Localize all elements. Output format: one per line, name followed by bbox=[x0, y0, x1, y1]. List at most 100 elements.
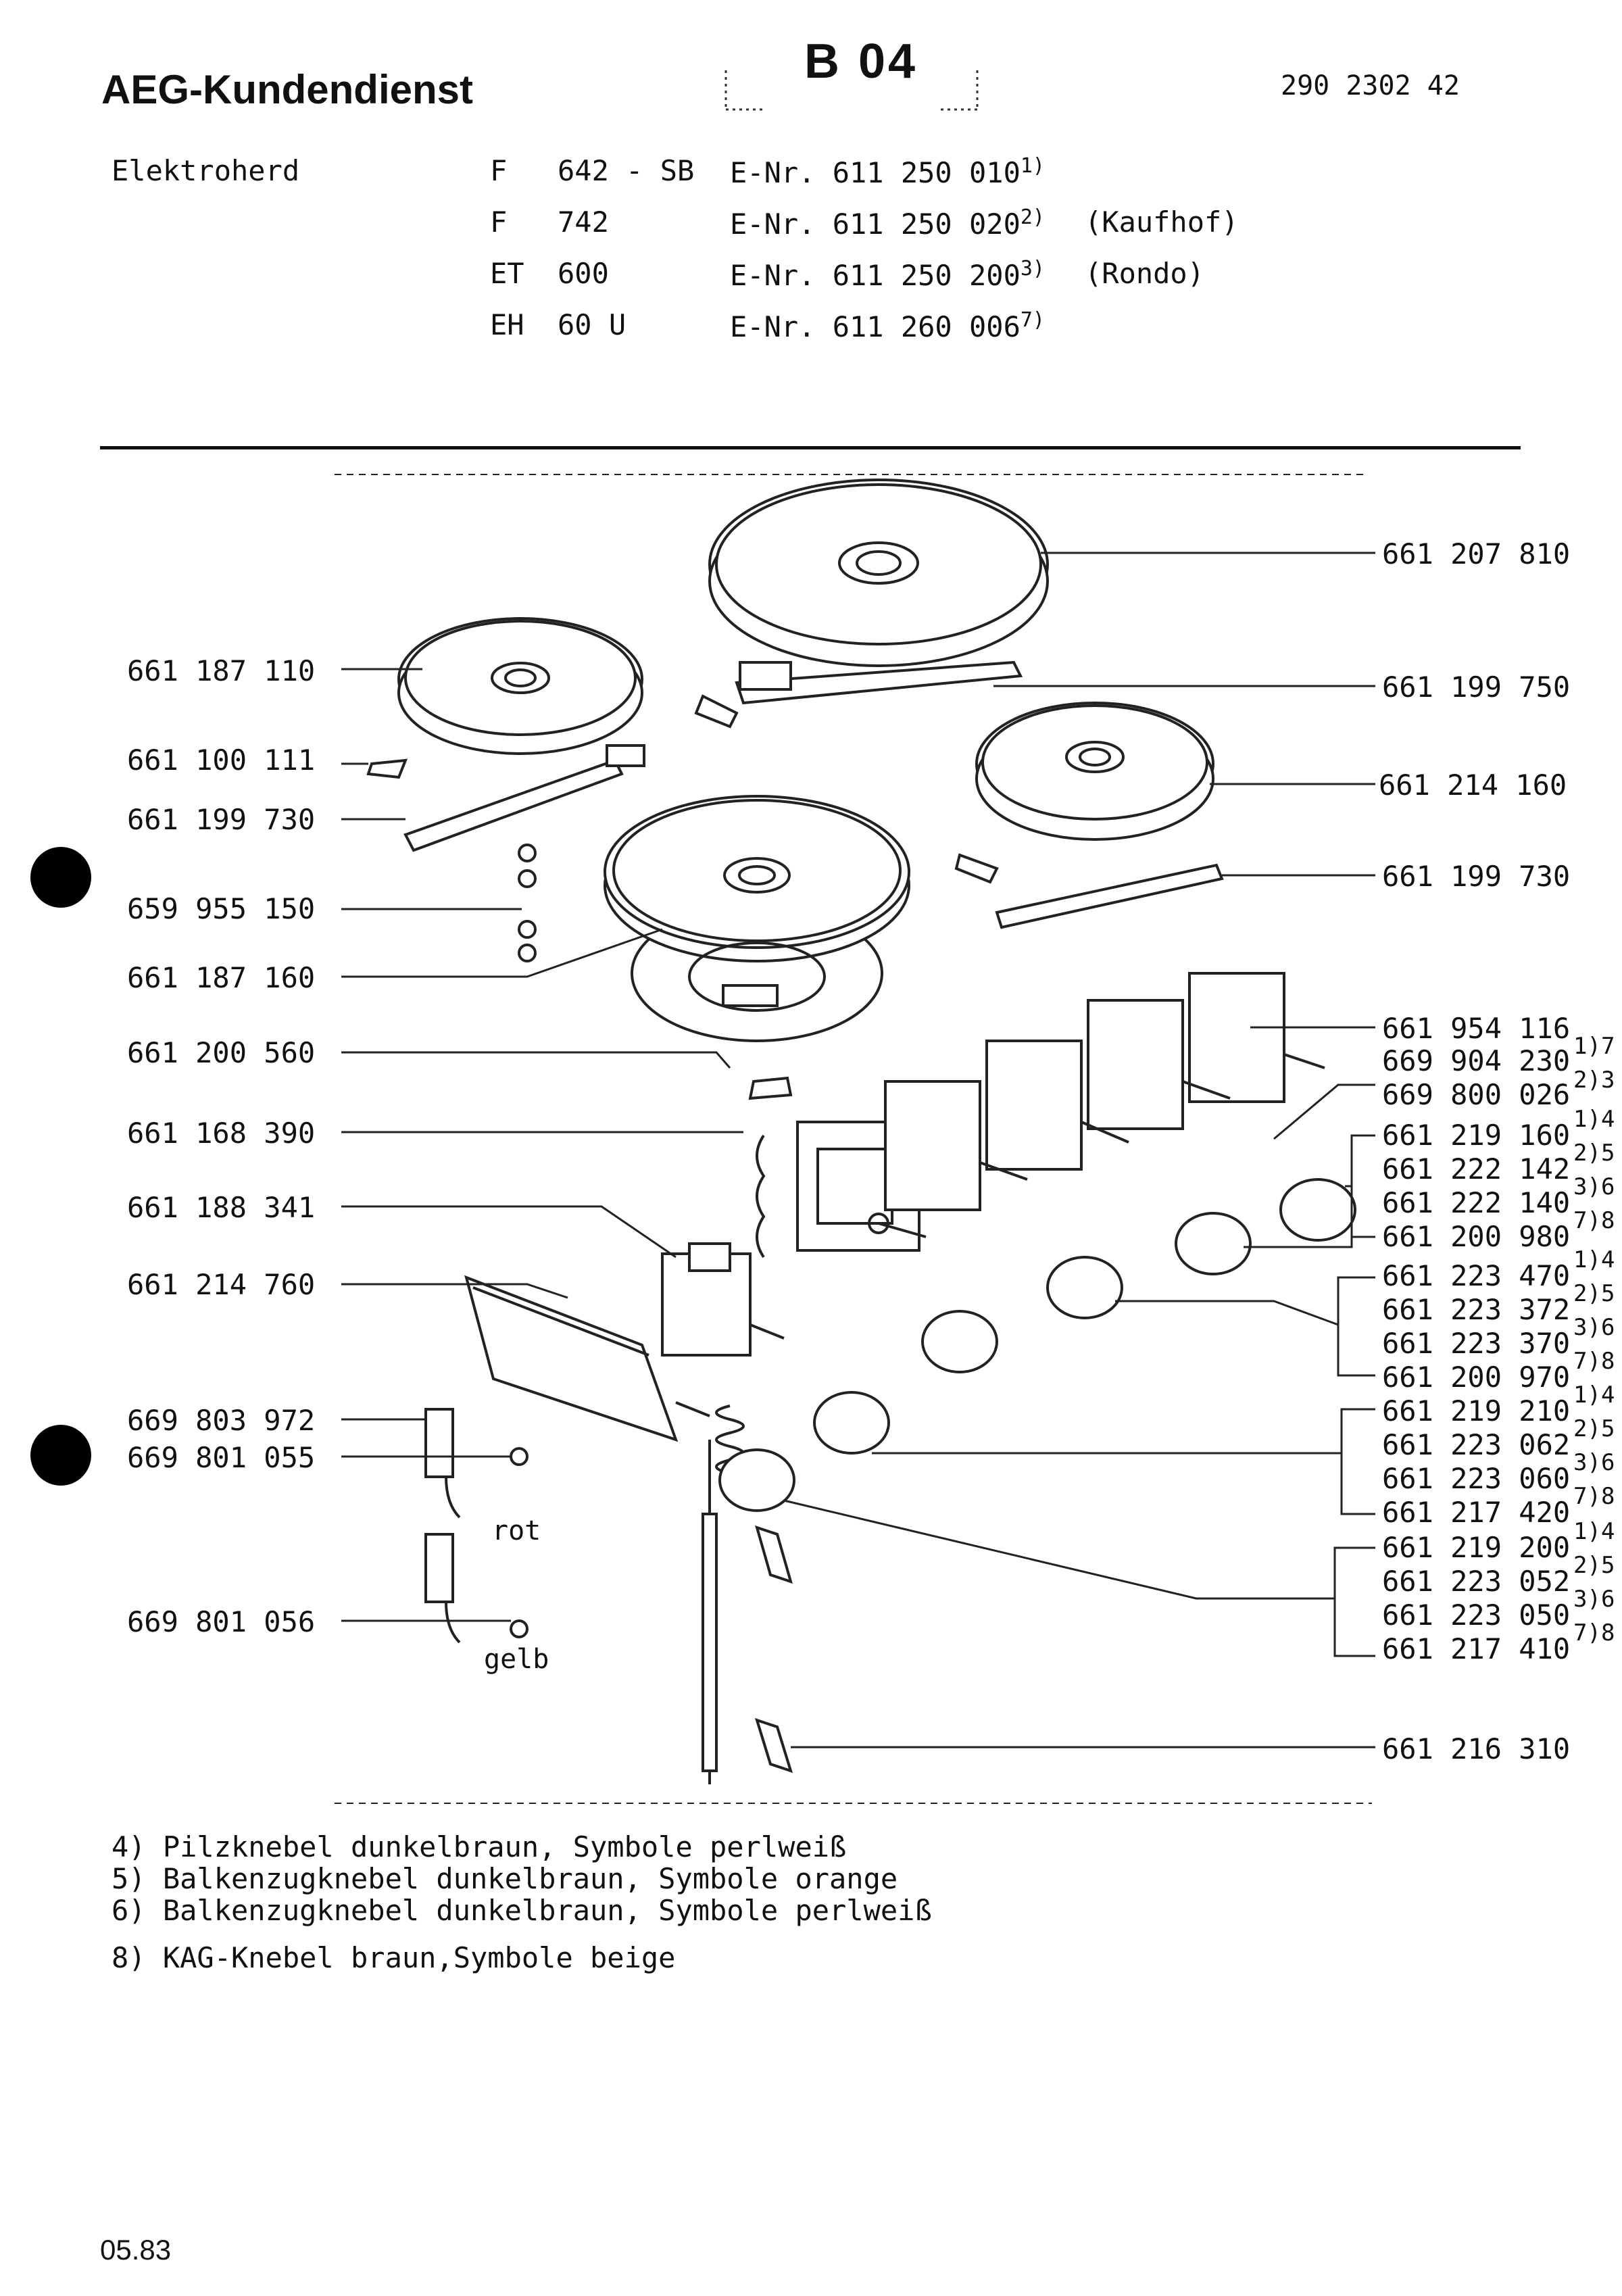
enr-footnote: 1) bbox=[1020, 154, 1045, 178]
part-number-label: 669 801 055 bbox=[127, 1441, 316, 1474]
enr-footnote: 7) bbox=[1020, 308, 1045, 332]
part-number-label: 661 207 810 bbox=[1382, 537, 1571, 570]
enr-text: E-Nr. 611 260 006 bbox=[730, 310, 1021, 343]
model-number: 60 U bbox=[558, 308, 626, 341]
service-title: AEG-Kundendienst bbox=[101, 67, 473, 112]
hotplate-left-icon bbox=[397, 617, 645, 852]
hotplate-center-icon bbox=[604, 795, 910, 1042]
punch-hole-icon bbox=[30, 1425, 91, 1486]
model-row: F 642 - SB E-Nr. 611 250 0101) bbox=[490, 154, 1239, 205]
wire-color-label: gelb bbox=[484, 1644, 549, 1675]
part-number-label: 661 216 310 bbox=[1382, 1732, 1571, 1765]
model-enr: E-Nr. 611 250 0101) bbox=[730, 154, 1085, 205]
footnote: 4) Pilzknebel dunkelbraun, Symbole perlw… bbox=[112, 1830, 847, 1863]
variant-note: 1)4 bbox=[1573, 1382, 1615, 1409]
part-number-label: 661 219 210 bbox=[1382, 1394, 1571, 1427]
part-number-label: 661 217 410 bbox=[1382, 1632, 1571, 1665]
page-code: B 04 bbox=[804, 34, 918, 89]
model-row: EH 60 U E-Nr. 611 260 0067) bbox=[490, 308, 1239, 360]
part-number-label: 661 217 420 bbox=[1382, 1496, 1571, 1529]
part-number-label: 661 187 160 bbox=[127, 961, 316, 994]
model-enr: E-Nr. 611 250 0202) bbox=[730, 205, 1085, 257]
fixing-parts-icon bbox=[366, 694, 999, 1100]
part-number-label: 661 222 140 bbox=[1382, 1186, 1571, 1219]
terminal-block-icon bbox=[464, 1275, 710, 1442]
part-number-label: 661 223 050 bbox=[1382, 1598, 1571, 1632]
part-number-label: 661 219 200 bbox=[1382, 1531, 1571, 1564]
model-extra: (Rondo) bbox=[1085, 257, 1205, 290]
model-enr: E-Nr. 611 260 0067) bbox=[730, 308, 1085, 360]
enr-text: E-Nr. 611 250 200 bbox=[730, 259, 1021, 292]
variant-note: 1)4 bbox=[1573, 1518, 1615, 1545]
part-number-label: 661 187 110 bbox=[127, 654, 316, 687]
section-divider bbox=[100, 446, 1521, 449]
enr-text: E-Nr. 611 250 020 bbox=[730, 207, 1021, 241]
part-number-label: 661 219 160 bbox=[1382, 1119, 1571, 1152]
part-number-label: 661 954 116 bbox=[1382, 1012, 1571, 1045]
model-prefix: EH bbox=[490, 308, 524, 341]
part-number-label: 669 904 230 bbox=[1382, 1044, 1571, 1077]
document-number: 290 2302 42 bbox=[1281, 70, 1460, 101]
part-number-label: 659 955 150 bbox=[127, 892, 316, 925]
part-number-label: 669 800 026 bbox=[1382, 1078, 1571, 1111]
part-number-label: 669 803 972 bbox=[127, 1404, 316, 1437]
part-number-label: 661 223 370 bbox=[1382, 1327, 1571, 1360]
part-number-label: 661 200 560 bbox=[127, 1036, 316, 1069]
model-row: F 742 E-Nr. 611 250 0202) (Kaufhof) bbox=[490, 205, 1239, 257]
page-code-bracket bbox=[724, 70, 979, 111]
part-number-label: 661 214 160 bbox=[1379, 768, 1567, 802]
part-number-label: 661 188 341 bbox=[127, 1191, 316, 1224]
variant-note: 2)5 bbox=[1573, 1280, 1615, 1307]
footnote: 8) KAG-Knebel braun,Symbole beige bbox=[112, 1941, 676, 1974]
variant-note: 2)3 bbox=[1573, 1067, 1615, 1094]
model-number: 742 bbox=[558, 205, 609, 239]
variant-note: 7)8 bbox=[1573, 1483, 1615, 1510]
part-number-label: 661 214 760 bbox=[127, 1268, 316, 1301]
part-number-label: 661 100 111 bbox=[127, 743, 316, 777]
variant-note: 3)6 bbox=[1573, 1314, 1615, 1341]
enr-footnote: 3) bbox=[1020, 257, 1045, 280]
part-number-label: 661 223 052 bbox=[1382, 1565, 1571, 1598]
part-number-label: 661 199 730 bbox=[127, 803, 316, 836]
variant-note: 1)4 bbox=[1573, 1246, 1615, 1273]
part-number-label: 661 199 730 bbox=[1382, 860, 1571, 893]
part-number-label: 661 223 062 bbox=[1382, 1428, 1571, 1461]
mounting-bracket-icon bbox=[754, 1525, 793, 1774]
model-prefix: F bbox=[490, 154, 508, 187]
model-table: F 642 - SB E-Nr. 611 250 0101) F 742 E-N… bbox=[490, 154, 1239, 360]
variant-note: 2)5 bbox=[1573, 1552, 1615, 1579]
part-number-label: 661 199 750 bbox=[1382, 670, 1571, 704]
variant-note: 3)6 bbox=[1573, 1586, 1615, 1613]
appliance-label: Elektroherd bbox=[112, 154, 300, 187]
footnote: 6) Balkenzugknebel dunkelbraun, Symbole … bbox=[112, 1894, 932, 1927]
variant-note: 3)6 bbox=[1573, 1173, 1615, 1200]
enr-text: E-Nr. 611 250 010 bbox=[730, 156, 1021, 189]
part-number-label: 661 200 970 bbox=[1382, 1361, 1571, 1394]
enr-footnote: 2) bbox=[1020, 205, 1045, 229]
wire-color-label: rot bbox=[492, 1515, 541, 1546]
hotplate-large-icon bbox=[708, 479, 1049, 705]
variant-note: 1)7 bbox=[1573, 1033, 1615, 1060]
hotplate-right-icon bbox=[975, 702, 1224, 929]
footnote: 5) Balkenzugknebel dunkelbraun, Symbole … bbox=[112, 1862, 898, 1895]
part-number-label: 661 222 142 bbox=[1382, 1152, 1571, 1186]
revision-date: 05.83 bbox=[100, 2234, 172, 2266]
variant-note: 7)8 bbox=[1573, 1207, 1615, 1234]
variant-note: 7)8 bbox=[1573, 1348, 1615, 1375]
part-number-label: 661 223 372 bbox=[1382, 1293, 1571, 1326]
part-number-label: 661 168 390 bbox=[127, 1117, 316, 1150]
part-number-label: 661 200 980 bbox=[1382, 1220, 1571, 1253]
variant-note: 2)5 bbox=[1573, 1140, 1615, 1167]
model-number: 642 - SB bbox=[558, 154, 695, 187]
model-prefix: F bbox=[490, 205, 508, 239]
variant-note: 7)8 bbox=[1573, 1619, 1615, 1646]
model-number: 600 bbox=[558, 257, 609, 290]
variant-note: 3)6 bbox=[1573, 1449, 1615, 1476]
punch-hole-icon bbox=[30, 847, 91, 908]
model-prefix: ET bbox=[490, 257, 524, 290]
part-number-label: 661 223 060 bbox=[1382, 1462, 1571, 1495]
model-extra: (Kaufhof) bbox=[1085, 205, 1239, 239]
variant-note: 1)4 bbox=[1573, 1106, 1615, 1133]
model-enr: E-Nr. 611 250 2003) bbox=[730, 257, 1085, 308]
